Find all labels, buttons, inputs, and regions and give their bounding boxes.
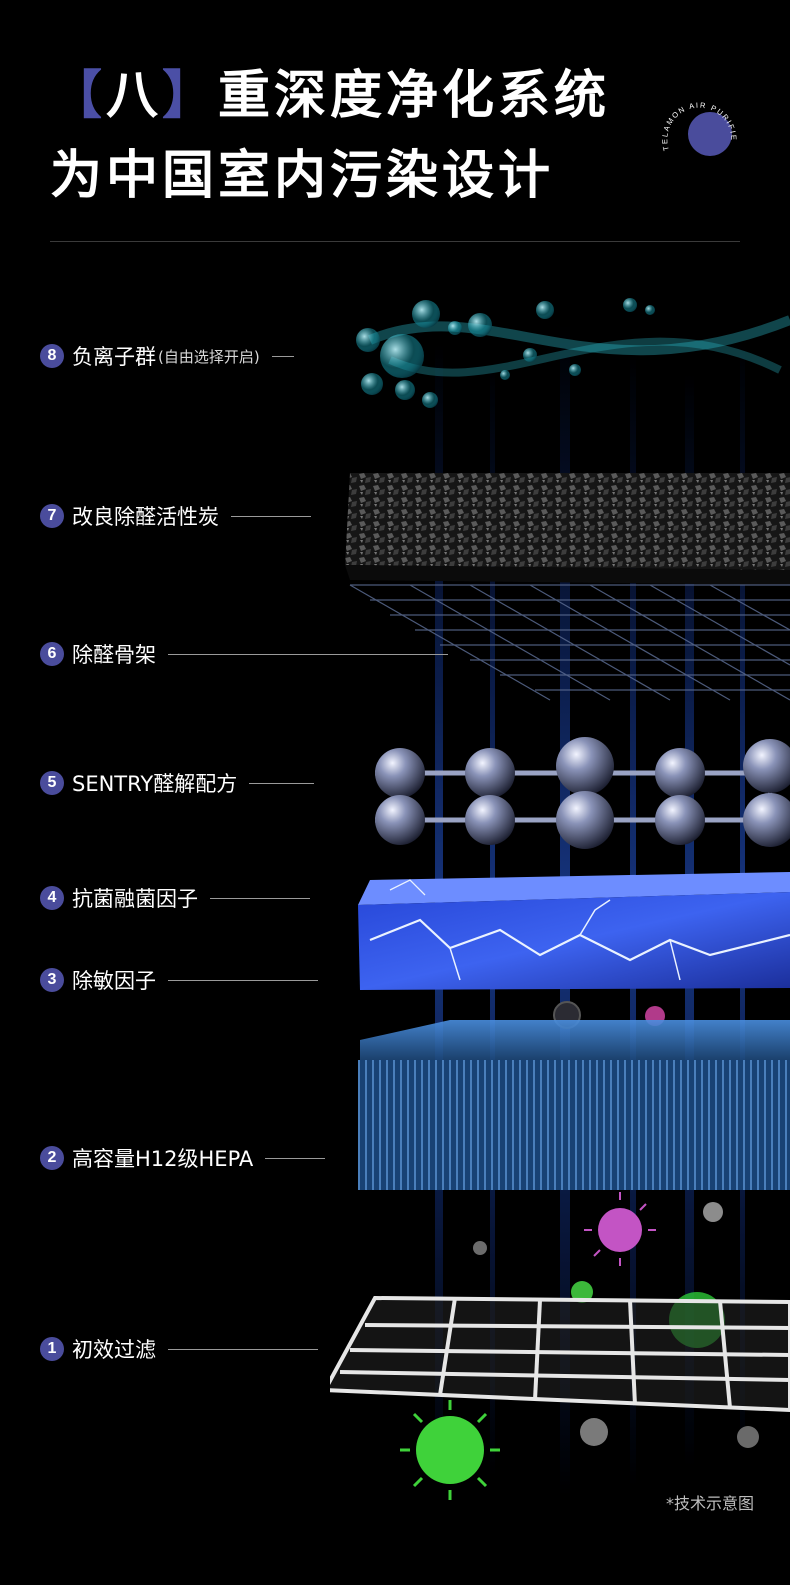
filter-layers-illustration <box>330 298 790 1500</box>
primary-filter-grid <box>330 1295 790 1413</box>
title-divider <box>50 241 740 242</box>
title-highlight: 八 <box>106 66 163 126</box>
layer-number-badge: 2 <box>40 1146 64 1170</box>
layer-number-badge: 4 <box>40 886 64 910</box>
layer-name: SENTRY醛解配方 <box>72 772 238 796</box>
layer-name: 抗菌融菌因子 <box>72 887 198 911</box>
layer-label-1: 1 初效过滤 <box>40 1334 318 1364</box>
leader-line <box>231 515 311 517</box>
layer-number-badge: 6 <box>40 642 64 666</box>
layer-label-5: 5 SENTRY醛解配方 <box>40 768 315 798</box>
activated-carbon-layer <box>345 473 790 585</box>
layer-name: 高容量H12级HEPA <box>72 1147 254 1171</box>
sentry-molecule-layer <box>375 737 790 849</box>
layer-label-6: 6 除醛骨架 <box>40 639 448 669</box>
antibacterial-layer <box>358 872 790 990</box>
page-title-line-2: 为中国室内污染设计 <box>50 146 555 206</box>
layer-label-2: 2 高容量H12级HEPA <box>40 1143 326 1173</box>
layer-name: 改良除醛活性炭 <box>72 505 219 529</box>
layer-label-4: 4 抗菌融菌因子 <box>40 883 310 913</box>
aldehyde-skeleton-mesh <box>349 584 790 701</box>
leader-line <box>210 897 310 899</box>
leader-line <box>271 355 294 357</box>
title-bracket-open: 【 <box>50 66 107 126</box>
virus-icon <box>400 1400 500 1500</box>
leader-line <box>265 1157 326 1159</box>
page-title-line-1: 【八】重深度净化系统 <box>50 66 610 126</box>
leader-line <box>168 653 448 655</box>
layer-label-8: 8 负离子群 (自由选择开启) <box>40 341 294 371</box>
leader-line <box>249 782 315 784</box>
layer-name: 负离子群 <box>72 345 156 369</box>
brand-badge-logo: TELAMON AIR PURIFIER <box>655 98 737 156</box>
layer-number-badge: 5 <box>40 771 64 795</box>
layer-label-7: 7 改良除醛活性炭 <box>40 501 311 531</box>
footnote: *技术示意图 <box>665 1494 754 1513</box>
title-bracket-close: 】 <box>162 66 219 126</box>
layer-name: 除醛骨架 <box>72 643 156 667</box>
hepa-filter-layer <box>358 1020 790 1190</box>
layer-note: (自由选择开启) <box>158 347 260 366</box>
layer-name: 除敏因子 <box>72 969 156 993</box>
negative-ion-bubbles <box>356 298 790 408</box>
layer-number-badge: 8 <box>40 344 64 368</box>
layer-label-3: 3 除敏因子 <box>40 965 318 995</box>
layer-number-badge: 7 <box>40 504 64 528</box>
leader-line <box>168 1348 318 1350</box>
layer-number-badge: 3 <box>40 968 64 992</box>
layer-number-badge: 1 <box>40 1337 64 1361</box>
layer-name: 初效过滤 <box>72 1338 156 1362</box>
title-rest: 重深度净化系统 <box>218 66 611 126</box>
leader-line <box>168 979 318 981</box>
